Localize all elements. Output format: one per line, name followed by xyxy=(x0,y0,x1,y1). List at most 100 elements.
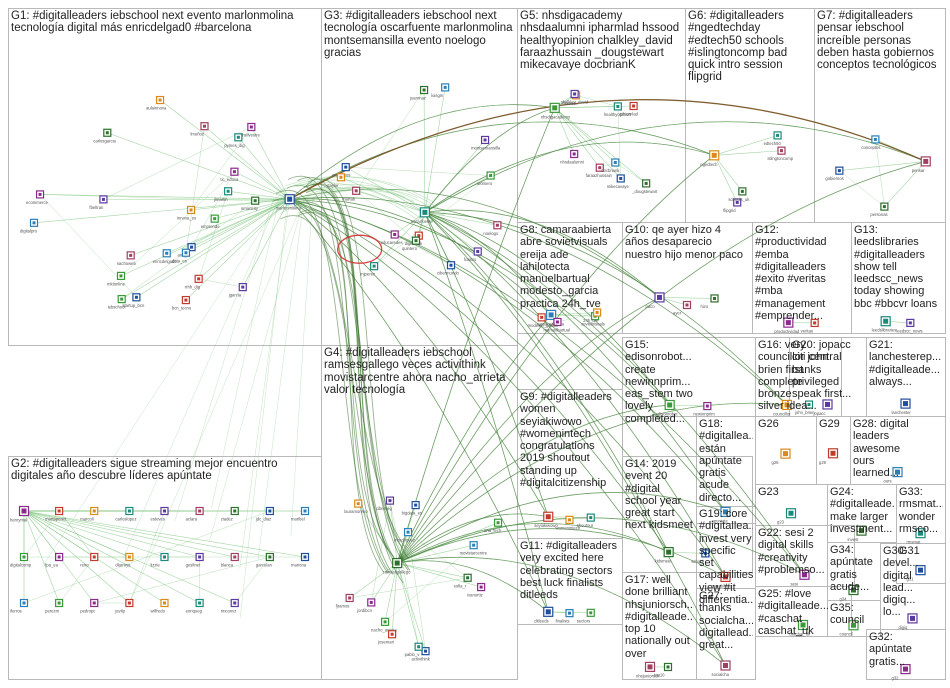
node-fjramos[interactable]: fjramos xyxy=(336,593,354,608)
node-caschat_uk[interactable]: caschat_uk xyxy=(789,619,811,636)
node-noelogo[interactable]: noelogo xyxy=(483,221,502,236)
node-mktonline[interactable]: mktonline xyxy=(107,271,126,286)
node-carloslopez[interactable]: carloslopez xyxy=(115,506,137,522)
node-mikecavaye[interactable]: mikecavaye xyxy=(607,174,630,189)
node-enriqueg[interactable]: enriqueg xyxy=(186,598,204,614)
node-g32[interactable]: g32 xyxy=(892,663,911,681)
node-kidsmeet[interactable]: kidsmeet xyxy=(655,547,674,564)
node-ecommerce[interactable]: ecommerce xyxy=(26,190,49,205)
node-veritas[interactable]: veritas xyxy=(801,318,819,333)
node-sofia_r[interactable]: sofia_r xyxy=(454,573,472,588)
node-jgarcia[interactable]: jgarcia xyxy=(228,283,247,298)
node-newinnprim[interactable]: newinnprim xyxy=(693,401,715,417)
node-edtech50[interactable]: edtech50 xyxy=(764,131,782,146)
node-bigdata_es[interactable]: bigdata_es xyxy=(402,500,423,516)
node-jopacc[interactable]: jopacc xyxy=(813,399,833,416)
node-ivanortiz[interactable]: ivanortiz xyxy=(467,582,486,598)
node-jordibcn[interactable]: jordibcn xyxy=(356,598,376,613)
node-_dougstewart[interactable]: _dougstewart xyxy=(631,179,658,194)
node-mariona[interactable]: mariona xyxy=(291,552,310,568)
node-ruthsilvestre[interactable]: ruthsilvestre xyxy=(237,122,261,137)
node-innova_es[interactable]: innova_es xyxy=(177,205,196,220)
node-leedscc_news[interactable]: leedscc_news xyxy=(896,318,923,333)
node-fbeltran[interactable]: fbeltran xyxy=(89,195,108,210)
node-capabilities[interactable]: capabilities xyxy=(712,571,733,588)
node-cibermundo[interactable]: cibermundo xyxy=(437,261,460,276)
node-hizo[interactable]: hizo xyxy=(701,294,719,309)
node-oscarfuente[interactable]: oscarfuente xyxy=(411,207,434,224)
node-esteves[interactable]: esteves xyxy=(151,506,169,522)
node-personas[interactable]: personas xyxy=(870,202,889,217)
node-g31[interactable]: g31 xyxy=(907,565,926,582)
node-javilp[interactable]: javilp xyxy=(114,598,134,614)
node-g26[interactable]: g26 xyxy=(772,448,791,465)
node-rinconvz[interactable]: rinconvz xyxy=(221,598,239,614)
node-nhsjuniorsch[interactable]: nhsjuniorsch xyxy=(636,661,660,678)
node-perezm[interactable]: perezm xyxy=(45,598,64,614)
node-nhsdigacademy[interactable]: nhsdigacademy xyxy=(541,102,571,119)
node-digitalpro[interactable]: digitalpro xyxy=(20,218,39,233)
node-mjperez[interactable]: mjperez xyxy=(360,262,379,277)
node-digitalcomp[interactable]: digitalcomp xyxy=(10,552,32,568)
node-lizzie[interactable]: lizzie xyxy=(151,552,169,568)
node-schools_uk[interactable]: schools_uk xyxy=(728,187,750,202)
node-tic_educa[interactable]: tic_educa xyxy=(220,167,239,182)
node-top10[interactable]: top10 xyxy=(654,662,673,677)
node-fpa_ea[interactable]: fpa_ea xyxy=(45,552,64,568)
node-ramsesgallego[interactable]: ramsesgallego xyxy=(383,557,411,575)
node-faraazhussain[interactable]: faraazhussain xyxy=(586,163,613,178)
node-marcoli[interactable]: marcoli xyxy=(80,506,99,522)
node-healthyopinion[interactable]: healthyopinion xyxy=(604,102,632,117)
node-ipharmlad[interactable]: ipharmlad xyxy=(620,101,639,117)
node-jdc_diaz[interactable]: jdc_diaz xyxy=(255,506,274,522)
node-modesto_garcia[interactable]: modesto_garcia xyxy=(528,313,558,328)
node-gobiernos[interactable]: gobiernos xyxy=(825,166,844,181)
node-ours[interactable]: ours xyxy=(884,467,903,484)
node-manuelbartual[interactable]: manuelbartual xyxy=(543,317,570,332)
node-ayer[interactable]: ayer xyxy=(673,300,692,316)
node-montsemansilla[interactable]: montsemansilla xyxy=(471,135,501,150)
node-startup_bcn[interactable]: startup_bcn xyxy=(122,293,145,308)
node-docbriank[interactable]: docbriank xyxy=(601,158,620,173)
node-edisonrobot[interactable]: edisonrobot xyxy=(656,399,679,417)
node-gesfinet[interactable]: gesfinet xyxy=(186,552,204,568)
node-nacho_arrieta[interactable]: nacho_arrieta xyxy=(371,617,397,632)
node-24h_tve[interactable]: 24h_tve xyxy=(583,308,602,323)
node-jlmartin[interactable]: jlmartin xyxy=(213,187,233,202)
node-movistarcentre[interactable]: movistarcentre xyxy=(460,541,488,556)
node-ziadez[interactable]: ziadez xyxy=(221,506,239,522)
node-martaperez[interactable]: martaperez xyxy=(45,506,66,522)
node-nachoweb[interactable]: nachoweb xyxy=(117,251,137,266)
node-josemari[interactable]: josemari xyxy=(377,630,397,645)
node-bcn_tecno[interactable]: bcn_tecno xyxy=(172,295,192,311)
node-camaraabierta[interactable]: camaraabierta xyxy=(537,309,565,326)
node-quintero[interactable]: quintero xyxy=(402,236,421,251)
node-councillor[interactable]: councillor xyxy=(773,399,793,416)
node-lmu-oz[interactable]: lmuñoz xyxy=(190,122,209,137)
node-rmsmat[interactable]: rmsmat xyxy=(907,528,926,545)
node-seyiakiwowo[interactable]: seyiakiwowo xyxy=(534,511,558,528)
node-womenintech[interactable]: womenintech xyxy=(556,515,581,530)
node-flipgrid[interactable]: flipgrid xyxy=(723,198,742,213)
node-data_es[interactable]: data_es xyxy=(172,248,191,263)
node-martab[interactable]: martab xyxy=(342,186,361,201)
node-blanca[interactable]: blanca xyxy=(221,552,239,568)
node-sesi[interactable]: sesi xyxy=(791,569,810,586)
node-lanchester[interactable]: lanchester xyxy=(892,398,912,415)
node-g23[interactable]: g23 xyxy=(777,508,797,525)
node-aulainnova[interactable]: aulainnova xyxy=(146,95,167,111)
node-mrodriguez[interactable]: mrodriguez xyxy=(394,528,415,543)
node-iebschool[interactable]: iebschool xyxy=(108,294,126,310)
node-ana_tech[interactable]: ana_tech xyxy=(484,518,503,533)
node-john_brien[interactable]: john_brien xyxy=(794,400,815,415)
node-productividad[interactable]: productividad xyxy=(774,317,800,334)
node-ngedtech[interactable]: ngedtech xyxy=(700,150,720,167)
node-juanmaz[interactable]: juanmaz xyxy=(409,85,429,101)
node-chalkley_david[interactable]: chalkley_david xyxy=(561,89,589,104)
node-henrymal[interactable]: henrymal xyxy=(10,505,30,523)
node-aclara[interactable]: aclara xyxy=(186,506,204,522)
node-lauramoreno[interactable]: lauramoreno xyxy=(344,499,368,514)
node-nhsdaalumni[interactable]: nhsdaalumni xyxy=(560,149,584,164)
node-g34[interactable]: g34 xyxy=(840,584,859,602)
node-pensar[interactable]: pensar xyxy=(912,156,931,173)
